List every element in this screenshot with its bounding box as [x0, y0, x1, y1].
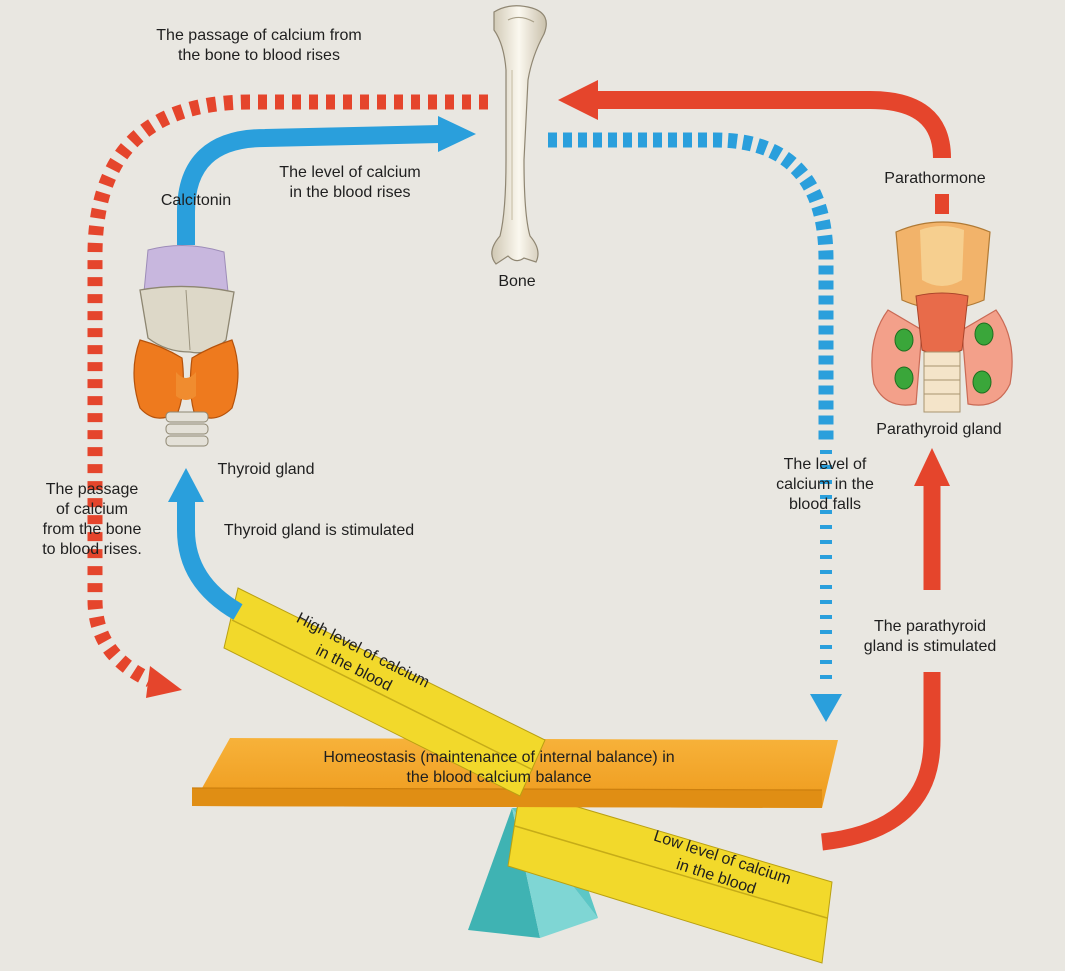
parathormone-to-bone-arrow — [558, 80, 951, 214]
low-level-board — [507, 789, 833, 964]
thyroid-gland-icon — [133, 244, 239, 447]
parathyroid-gland-icon — [871, 221, 1013, 413]
bone-label: Bone — [498, 273, 536, 290]
high-level-to-thyroid-arrow — [168, 468, 243, 620]
calcitonin-to-bone-arrow — [177, 116, 476, 245]
parathyroid-stimulated-label: The parathyroid gland is stimulated — [863, 618, 997, 655]
blue-dashed-level-falls-arrow — [548, 132, 842, 722]
thyroid-stimulated-label: Thyroid gland is stimulated — [223, 522, 415, 539]
homeostasis-label: Homeostasis (maintenance of internal bal… — [323, 749, 675, 786]
level-rises-label: The level of calcium in the blood rises — [279, 164, 421, 201]
level-falls-label: The level of calcium in the blood falls — [776, 456, 874, 513]
parathormone-label: Parathormone — [884, 170, 986, 187]
passage-top-label: The passage of calcium from the bone to … — [156, 27, 362, 64]
passage-left-label: The passage of calcium from the bone to … — [42, 481, 142, 558]
parathyroid-gland-label: Parathyroid gland — [876, 421, 1002, 438]
bone-icon — [491, 5, 547, 265]
calcitonin-label: Calcitonin — [160, 192, 232, 209]
red-dashed-passage-arrow — [87, 94, 488, 698]
high-level-board — [223, 587, 546, 797]
low-level-to-parathyroid-arrow — [821, 448, 950, 851]
thyroid-gland-label: Thyroid gland — [217, 461, 315, 478]
